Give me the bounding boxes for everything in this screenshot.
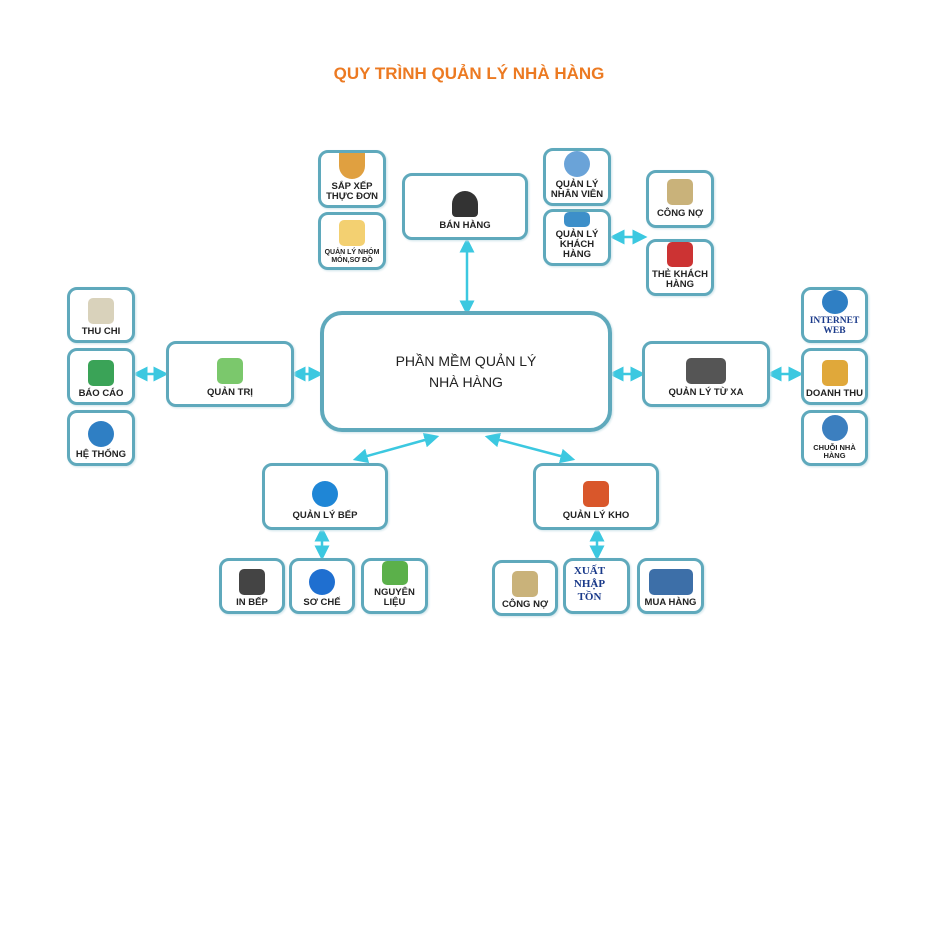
node-label: QUẢN LÝ BẾP	[292, 510, 358, 521]
customer-folder-icon	[564, 212, 590, 228]
node-label: MUA HÀNG	[644, 597, 697, 609]
node-label: CHUỖI NHÀ HÀNG	[813, 443, 856, 461]
node-quan-ly-kho[interactable]: QUẢN LÝ KHO	[533, 463, 659, 530]
id-card-icon	[667, 242, 693, 268]
globe-icon	[821, 290, 848, 315]
node-xuat-nhap-ton[interactable]: XUẤT NHẬP TỒN	[563, 558, 630, 614]
warehouse-icon	[583, 481, 609, 507]
node-doanh-thu[interactable]: DOANH THU	[801, 348, 868, 405]
node-label: XUẤT NHẬP TỒN	[573, 564, 606, 604]
gear-icon	[88, 421, 114, 448]
node-nguyen-lieu[interactable]: NGUYÊN LIỆU	[361, 558, 428, 614]
central-node[interactable]: PHẦN MỀM QUẢN LÝ NHÀ HÀNG	[320, 311, 612, 432]
node-label: HỆ THỐNG	[75, 449, 127, 461]
node-cong-no-kho[interactable]: CÔNG NỢ	[492, 560, 558, 616]
node-label: QUẢN LÝ KHÁCH HÀNG	[555, 229, 599, 261]
node-in-bep[interactable]: IN BẾP	[219, 558, 285, 614]
node-the-khach-hang[interactable]: THẺ KHÁCH HÀNG	[646, 239, 714, 296]
node-label: SẮP XẾP THỰC ĐƠN	[326, 181, 378, 203]
money-bag-icon	[88, 298, 114, 325]
node-quan-ly-bep[interactable]: QUẢN LÝ BẾP	[262, 463, 388, 530]
folder-icon	[339, 220, 365, 247]
node-label: DOANH THU	[806, 388, 863, 400]
noodle-bowl-icon	[339, 153, 365, 180]
network-icon	[821, 415, 848, 442]
node-label: INTERNET WEB	[809, 316, 860, 337]
calculator-folder-icon	[217, 358, 243, 384]
node-label: QUẢN TRỊ	[207, 387, 253, 398]
node-chuoi-nha-hang[interactable]: CHUỖI NHÀ HÀNG	[801, 410, 868, 466]
laptop-phone-icon	[686, 358, 726, 384]
node-quan-ly-tu-xa[interactable]: QUẢN LÝ TỪ XA	[642, 341, 770, 407]
scale-icon	[381, 561, 408, 586]
node-label: BÁO CÁO	[78, 388, 124, 400]
node-label: BÁN HÀNG	[439, 220, 491, 231]
printer-icon	[239, 569, 265, 596]
node-label: QUẢN LÝ KHO	[562, 510, 630, 521]
center-title-line2: NHÀ HÀNG	[429, 373, 503, 390]
waiter-icon	[452, 191, 478, 217]
node-label: THU CHI	[81, 326, 121, 338]
page-title: QUY TRÌNH QUẢN LÝ NHÀ HÀNG	[333, 64, 605, 83]
hourglass-icon	[667, 179, 693, 205]
node-label: CÔNG NỢ	[501, 599, 549, 611]
center-title-line1: PHẦN MỀM QUẢN LÝ	[395, 353, 537, 370]
arrow-center-bep	[352, 432, 440, 464]
delivery-truck-icon	[648, 569, 693, 596]
users-icon	[564, 151, 590, 178]
node-label: QUẢN LÝ NHÓM MÓN,SƠ ĐỒ	[324, 249, 380, 264]
node-he-thong[interactable]: HỆ THỐNG	[67, 410, 135, 466]
node-cong-no[interactable]: CÔNG NỢ	[646, 170, 714, 228]
utensils-icon	[309, 569, 335, 596]
node-label: THẺ KHÁCH HÀNG	[652, 269, 708, 291]
node-quan-tri[interactable]: QUẢN TRỊ	[166, 341, 294, 407]
node-label: QUẢN LÝ NHÂN VIÊN	[550, 179, 604, 201]
cloche-icon	[312, 481, 338, 507]
node-nhan-vien[interactable]: QUẢN LÝ NHÂN VIÊN	[543, 148, 611, 206]
arrow-center-kho	[484, 432, 576, 464]
node-label: IN BẾP	[236, 597, 268, 609]
node-sap-xep-thuc-don[interactable]: SẮP XẾP THỰC ĐƠN	[318, 150, 386, 208]
bar-chart-icon	[821, 360, 848, 387]
node-so-che[interactable]: SƠ CHẾ	[289, 558, 355, 614]
hourglass-icon	[512, 571, 538, 598]
node-label: QUẢN LÝ TỪ XA	[668, 387, 744, 398]
node-label: CÔNG NỢ	[656, 208, 704, 219]
node-ban-hang[interactable]: BÁN HÀNG	[402, 173, 528, 240]
node-nhom-mon[interactable]: QUẢN LÝ NHÓM MÓN,SƠ ĐỒ	[318, 212, 386, 270]
excel-icon	[88, 360, 114, 387]
node-bao-cao[interactable]: BÁO CÁO	[67, 348, 135, 405]
node-thu-chi[interactable]: THU CHI	[67, 287, 135, 343]
node-internet-web[interactable]: INTERNET WEB	[801, 287, 868, 343]
node-label: SƠ CHẾ	[303, 597, 341, 609]
node-khach-hang[interactable]: QUẢN LÝ KHÁCH HÀNG	[543, 209, 611, 266]
node-label: NGUYÊN LIỆU	[374, 587, 415, 609]
node-mua-hang[interactable]: MUA HÀNG	[637, 558, 704, 614]
